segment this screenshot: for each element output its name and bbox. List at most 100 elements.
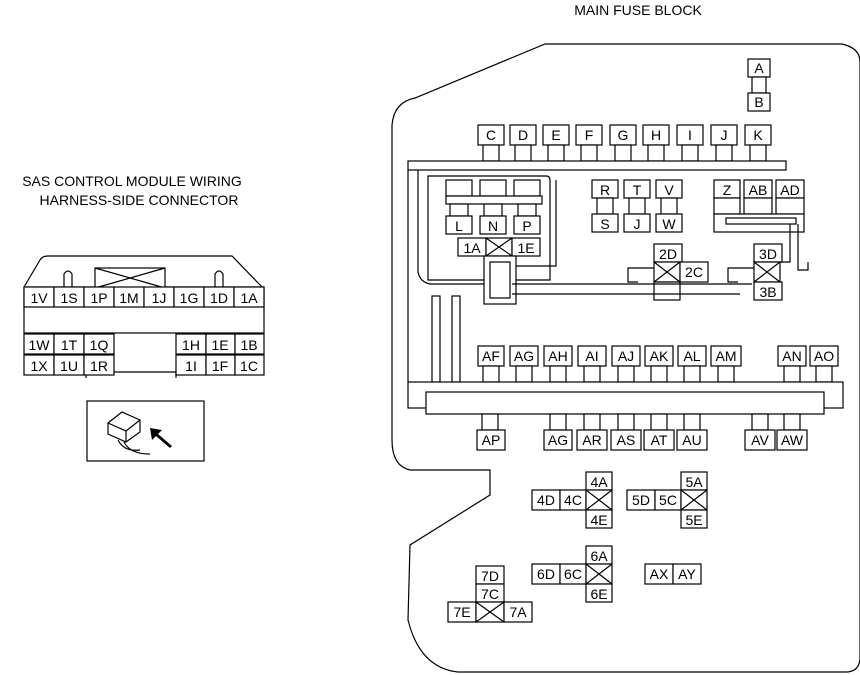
svg-text:4E: 4E	[590, 512, 607, 528]
relay-3: 3D 3B	[727, 243, 783, 301]
terminal-1r: 1R	[83, 354, 115, 376]
fuse-g: G	[609, 124, 637, 162]
svg-text:1X: 1X	[30, 358, 48, 374]
svg-text:1I: 1I	[185, 358, 197, 374]
fuse-f: F	[575, 124, 603, 162]
fuse-ak: AK	[644, 345, 674, 383]
svg-text:1F: 1F	[212, 358, 228, 374]
svg-text:1E: 1E	[517, 240, 534, 256]
fuse-ai: AI	[577, 345, 607, 383]
arrow-icon	[150, 428, 172, 448]
fuse-au: AU	[676, 413, 708, 451]
svg-text:1D: 1D	[210, 290, 228, 306]
terminal-1e: 1E	[205, 333, 236, 355]
svg-text:1Q: 1Q	[90, 337, 109, 353]
svg-text:AL: AL	[683, 348, 700, 364]
sas-title-line1: SAS CONTROL MODULE WIRING	[22, 173, 242, 189]
relay-5: 5A 5D 5C 5E	[626, 471, 708, 529]
svg-text:AF: AF	[482, 348, 500, 364]
terminal-1t: 1T	[53, 333, 85, 355]
svg-text:AD: AD	[780, 182, 799, 198]
svg-text:AU: AU	[682, 432, 701, 448]
terminal-1p: 1P	[83, 286, 115, 308]
svg-text:1P: 1P	[90, 290, 107, 306]
connector-tab-left	[63, 270, 73, 287]
svg-text:6A: 6A	[590, 548, 608, 564]
fuse-p: P	[513, 215, 541, 235]
connector-view-icon	[107, 411, 172, 455]
relay-7: 7D 7C 7E 7A	[447, 565, 533, 623]
svg-text:1G: 1G	[180, 290, 199, 306]
fuse-k: K	[744, 124, 772, 162]
svg-text:H: H	[651, 127, 661, 143]
svg-text:2D: 2D	[659, 246, 677, 262]
svg-text:AM: AM	[716, 348, 737, 364]
fuse-ah: AH	[543, 345, 573, 383]
terminal-1x: 1X	[23, 354, 55, 376]
svg-text:AG: AG	[548, 432, 568, 448]
svg-text:L: L	[455, 218, 463, 234]
fuse-ab: AB	[743, 179, 773, 199]
fuse-al: AL	[677, 345, 707, 383]
fuse-ay: AY	[672, 563, 702, 585]
terminal-1v: 1V	[23, 286, 55, 308]
terminal-1i: 1I	[175, 354, 207, 376]
svg-text:1H: 1H	[182, 337, 200, 353]
svg-text:7C: 7C	[481, 586, 499, 602]
svg-text:AT: AT	[651, 432, 668, 448]
svg-text:1R: 1R	[90, 358, 108, 374]
svg-text:AJ: AJ	[618, 348, 634, 364]
relay-6: 6A 6D 6C 6E	[531, 545, 613, 603]
fuse-t: T	[623, 179, 651, 199]
svg-text:AP: AP	[482, 432, 501, 448]
fuse-j: J	[710, 124, 738, 162]
fuse-ar: AR	[576, 413, 608, 451]
svg-text:6D: 6D	[537, 566, 555, 582]
sas-connector: SAS CONTROL MODULE WIRING HARNESS-SIDE C…	[22, 173, 265, 462]
svg-text:AV: AV	[751, 432, 769, 448]
fuse-block-title: MAIN FUSE BLOCK	[574, 2, 702, 18]
svg-text:1V: 1V	[30, 290, 48, 306]
fuse-s: S	[591, 213, 619, 233]
terminal-1a: 1A	[233, 286, 265, 308]
fuse-am: AM	[710, 345, 742, 383]
svg-text:S: S	[600, 216, 609, 232]
svg-text:6E: 6E	[590, 586, 607, 602]
fuse-c: C	[477, 124, 505, 162]
svg-text:3D: 3D	[759, 246, 777, 262]
main-fuse-block: MAIN FUSE BLOCK A B C D E F G H I J K L …	[391, 2, 860, 673]
fuse-ax: AX	[644, 563, 674, 585]
svg-text:5D: 5D	[632, 492, 650, 508]
svg-text:1B: 1B	[240, 337, 257, 353]
svg-text:7D: 7D	[481, 568, 499, 584]
svg-text:4A: 4A	[590, 474, 608, 490]
terminal-1u: 1U	[53, 354, 85, 376]
terminal-1b: 1B	[234, 333, 265, 355]
fuse-i: I	[676, 124, 704, 162]
connector-view-box	[86, 400, 205, 462]
svg-text:3B: 3B	[759, 284, 776, 300]
fuse-af: AF	[477, 345, 505, 383]
svg-text:AS: AS	[617, 432, 636, 448]
svg-text:V: V	[664, 182, 674, 198]
svg-text:4C: 4C	[564, 492, 582, 508]
fuse-h: H	[642, 124, 670, 162]
svg-text:A: A	[754, 60, 764, 76]
svg-text:AH: AH	[548, 348, 567, 364]
inner-bus-outline	[407, 170, 512, 382]
svg-text:AW: AW	[781, 432, 804, 448]
terminal-1m: 1M	[113, 286, 145, 308]
fuse-e: E	[542, 124, 570, 162]
svg-text:P: P	[522, 218, 531, 234]
terminal-1d: 1D	[203, 286, 235, 308]
svg-text:AG: AG	[514, 348, 534, 364]
svg-text:1J: 1J	[152, 290, 167, 306]
terminal-1f: 1F	[205, 354, 236, 376]
terminal-1h: 1H	[175, 333, 207, 355]
svg-text:1W: 1W	[29, 337, 51, 353]
svg-text:1T: 1T	[61, 337, 78, 353]
fuse-j2: J	[623, 213, 651, 233]
fuse-aj: AJ	[611, 345, 641, 383]
fuse-ad: AD	[775, 179, 805, 199]
